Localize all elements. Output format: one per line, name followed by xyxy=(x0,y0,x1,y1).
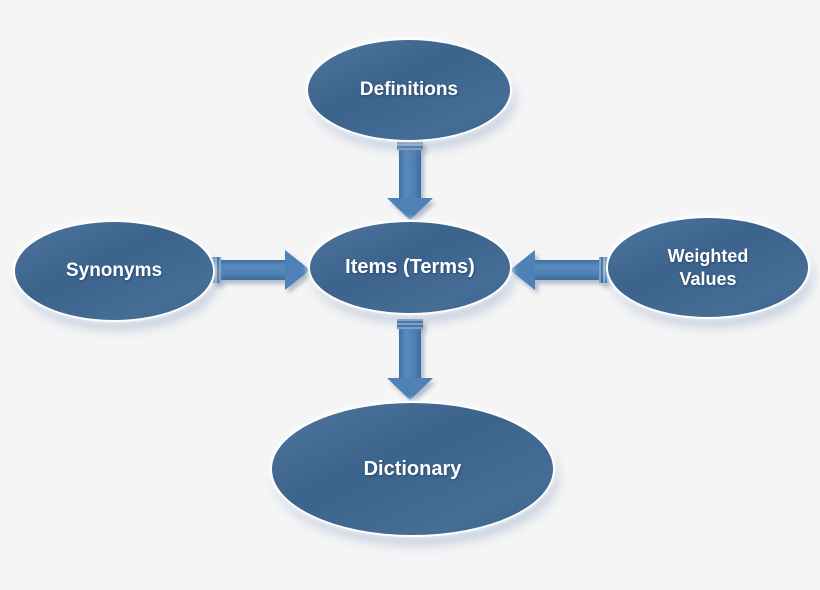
arrow-ribs xyxy=(211,257,221,283)
node-items-terms: Items (Terms) xyxy=(310,222,510,313)
node-definitions-label: Definitions xyxy=(359,79,459,101)
arrow-items-to-dictionary-icon xyxy=(387,319,433,400)
arrow-shaft xyxy=(399,150,421,198)
arrow-definitions-to-items-icon xyxy=(387,140,433,220)
arrow-head-down-icon xyxy=(387,378,433,400)
arrow-shaft xyxy=(535,260,599,280)
arrow-shaft xyxy=(399,329,421,378)
node-weighted-values: Weighted Values xyxy=(608,218,808,317)
node-definitions: Definitions xyxy=(308,40,510,140)
arrow-ribs xyxy=(397,319,423,329)
arrow-ribs xyxy=(397,140,423,150)
arrow-head-right-icon xyxy=(285,250,310,290)
arrow-weighted-values-to-items-icon xyxy=(510,247,609,293)
node-synonyms: Synonyms xyxy=(15,222,213,320)
node-weighted-values-label: Weighted Values xyxy=(667,246,749,289)
arrow-head-down-icon xyxy=(387,198,433,220)
node-items-terms-label: Items (Terms) xyxy=(345,256,475,278)
node-dictionary-label: Dictionary xyxy=(363,457,462,480)
arrow-shaft xyxy=(221,260,285,280)
node-dictionary: Dictionary xyxy=(272,403,553,535)
node-synonyms-label: Synonyms xyxy=(65,260,163,282)
arrow-head-left-icon xyxy=(510,250,535,290)
arrow-synonyms-to-items-icon xyxy=(211,247,310,293)
arrow-ribs xyxy=(599,257,609,283)
